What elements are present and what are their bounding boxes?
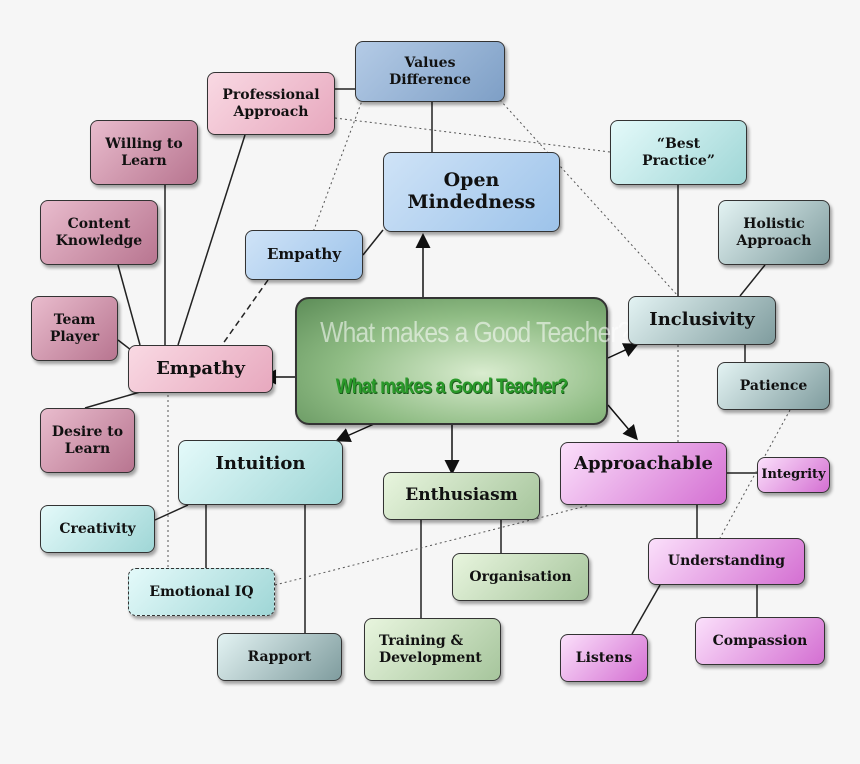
- node-team-player: Team Player: [31, 296, 118, 361]
- node-empathy-secondary: Empathy: [245, 230, 363, 280]
- node-desire-to-learn: Desire to Learn: [40, 408, 135, 473]
- node-rapport: Rapport: [217, 633, 342, 681]
- node-willing-to-learn: Willing to Learn: [90, 120, 198, 185]
- node-content-knowledge: Content Knowledge: [40, 200, 158, 265]
- node-open-mindedness: Open Mindedness: [383, 152, 560, 232]
- node-integrity: Integrity: [757, 457, 830, 493]
- node-enthusiasm: Enthusiasm: [383, 472, 540, 520]
- node-intuition: Intuition: [178, 440, 343, 505]
- node-training-development: Training & Development: [364, 618, 501, 681]
- node-approachable: Approachable: [560, 442, 727, 505]
- node-best-practice: “Best Practice”: [610, 120, 747, 185]
- central-topic-ghost-text: What makes a Good Teacher?: [320, 317, 631, 349]
- node-values-difference: Values Difference: [355, 41, 505, 102]
- node-professional-approach: Professional Approach: [207, 72, 335, 135]
- node-listens: Listens: [560, 634, 648, 682]
- node-empathy-main: Empathy: [128, 345, 273, 393]
- node-creativity: Creativity: [40, 505, 155, 553]
- node-compassion: Compassion: [695, 617, 825, 665]
- central-topic-title: What makes a Good Teacher?: [335, 375, 568, 398]
- node-emotional-iq: Emotional IQ: [128, 568, 275, 616]
- node-holistic-approach: Holistic Approach: [718, 200, 830, 265]
- node-organisation: Organisation: [452, 553, 589, 601]
- node-understanding: Understanding: [648, 538, 805, 585]
- central-topic: What makes a Good Teacher? What makes a …: [295, 297, 631, 425]
- node-patience: Patience: [717, 362, 830, 410]
- node-inclusivity: Inclusivity: [628, 296, 776, 345]
